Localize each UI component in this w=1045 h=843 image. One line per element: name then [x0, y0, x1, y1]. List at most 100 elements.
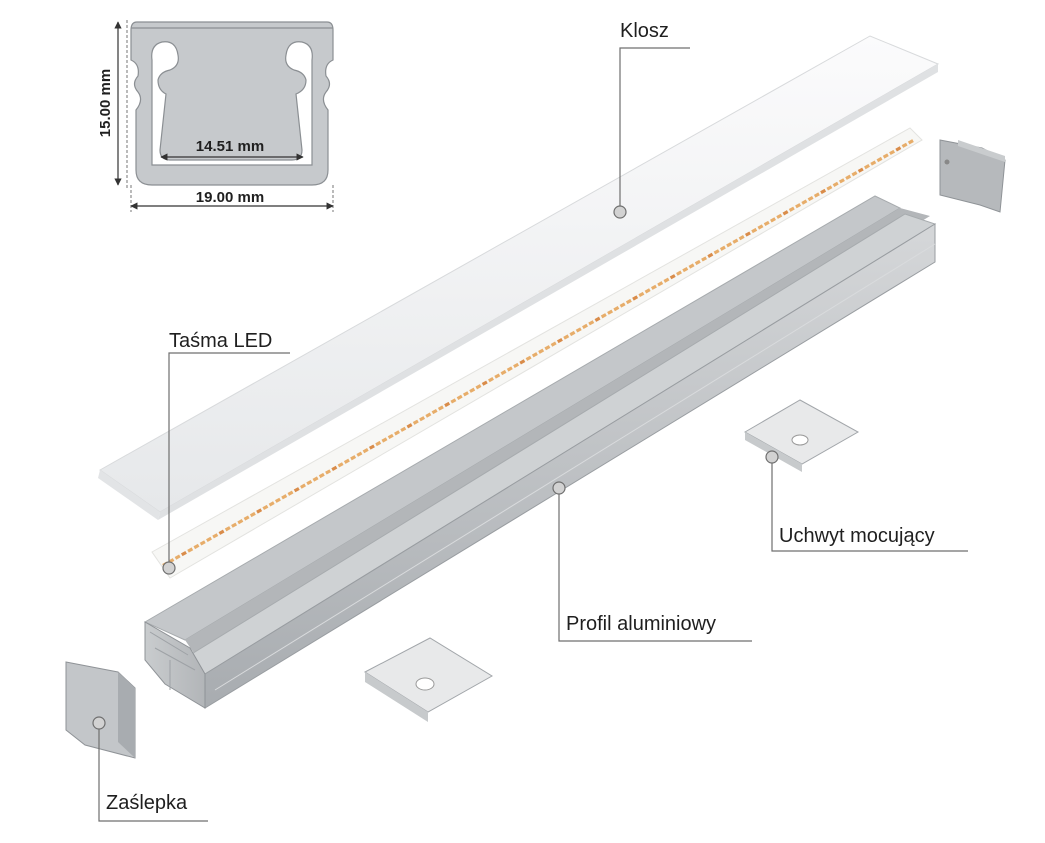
- end-cap-left: [65, 661, 136, 759]
- led-chip: [870, 160, 877, 166]
- led-chip: [293, 487, 300, 493]
- led-chip: [356, 451, 363, 457]
- led-chip: [406, 423, 413, 429]
- led-chip: [274, 497, 281, 503]
- led-chip: [519, 359, 526, 365]
- led-chip: [287, 490, 294, 496]
- led-chip: [544, 345, 551, 351]
- led-chips: [162, 139, 914, 567]
- led-chip: [318, 472, 325, 479]
- led-chip: [224, 526, 231, 532]
- led-chip: [638, 291, 645, 298]
- led-chip: [588, 320, 595, 326]
- led-chip: [180, 550, 187, 557]
- led-chip: [569, 330, 576, 337]
- led-chip: [826, 185, 833, 191]
- led-chip: [607, 309, 614, 315]
- led-chip: [243, 515, 250, 521]
- led-chip: [506, 366, 513, 372]
- led-chip: [882, 153, 889, 159]
- led-chip: [488, 377, 494, 383]
- led-chip: [832, 181, 839, 187]
- led-chip: [751, 227, 758, 234]
- led-chip: [494, 373, 501, 379]
- led-chip: [444, 401, 451, 408]
- led-chip: [801, 199, 808, 205]
- led-chip: [788, 206, 795, 212]
- led-chip: [889, 149, 896, 156]
- led-chip: [719, 245, 726, 251]
- led-chip: [437, 405, 444, 411]
- led-chip: [462, 391, 469, 397]
- led-chip: [231, 522, 238, 528]
- led-chip: [619, 302, 626, 308]
- led-chip: [688, 263, 695, 269]
- led-chip: [707, 252, 714, 258]
- led-chip: [594, 316, 601, 322]
- led-chip: [851, 171, 858, 177]
- led-chip: [713, 249, 720, 255]
- led-chip: [312, 476, 319, 482]
- led-chip: [644, 288, 651, 294]
- led-chip: [895, 146, 902, 152]
- led-chip: [475, 384, 482, 390]
- led-chip: [381, 437, 388, 443]
- callout-holder: Uchwyt mocujący: [765, 450, 968, 552]
- led-chip: [300, 483, 306, 489]
- led-chip: [237, 519, 244, 525]
- led-chip: [212, 533, 219, 539]
- callout-led-strip: Taśma LED: [162, 330, 290, 575]
- led-chip: [350, 455, 357, 461]
- led-chip: [732, 238, 739, 244]
- led-chip: [187, 547, 194, 553]
- label-end-cap: Zaślepka: [106, 792, 188, 814]
- led-chip: [820, 188, 827, 195]
- led-chip: [582, 323, 588, 329]
- led-chip: [218, 529, 225, 535]
- led-chip: [431, 408, 438, 415]
- led-chip: [563, 334, 570, 340]
- led-chip: [513, 362, 520, 369]
- led-chip: [531, 352, 538, 358]
- label-led-strip: Taśma LED: [169, 330, 272, 352]
- led-chip: [450, 398, 457, 404]
- led-chip: [770, 217, 776, 223]
- mounting-clip-left: [364, 637, 493, 722]
- callout-profile: Profil aluminiowy: [552, 481, 752, 642]
- led-chip: [813, 192, 820, 198]
- dimension-height: 15.00 mm: [97, 69, 114, 137]
- led-chip: [738, 235, 745, 241]
- cover-diffuser: [98, 35, 940, 520]
- led-chip: [425, 412, 432, 418]
- led-chip: [650, 284, 657, 290]
- led-chip: [575, 327, 582, 333]
- led-chip: [481, 380, 488, 386]
- led-chip: [763, 220, 770, 227]
- led-chip: [174, 554, 181, 560]
- led-chip: [400, 426, 407, 432]
- led-chip: [682, 266, 689, 273]
- led-chip: [256, 508, 263, 514]
- led-chip: [325, 469, 332, 475]
- led-chip: [538, 348, 545, 354]
- led-chip: [206, 536, 212, 542]
- label-cover: Klosz: [620, 20, 669, 42]
- dimension-outer-width: 19.00 mm: [196, 189, 264, 206]
- led-chip: [331, 465, 338, 471]
- cross-section-shape: [130, 21, 334, 186]
- led-chip: [343, 458, 350, 464]
- led-chip: [249, 511, 256, 518]
- label-profile: Profil aluminiowy: [566, 613, 716, 635]
- callout-cover: Klosz: [613, 20, 690, 219]
- led-chip: [901, 142, 908, 148]
- dimension-inner-width: 14.51 mm: [196, 138, 264, 155]
- led-chip: [394, 430, 400, 436]
- led-chip: [362, 448, 369, 454]
- led-chip: [456, 394, 463, 400]
- callout-end-cap: Zaślepka: [92, 716, 208, 822]
- led-chip: [550, 341, 557, 347]
- led-chip: [907, 139, 914, 145]
- led-chip: [419, 416, 426, 422]
- led-chip: [876, 156, 883, 163]
